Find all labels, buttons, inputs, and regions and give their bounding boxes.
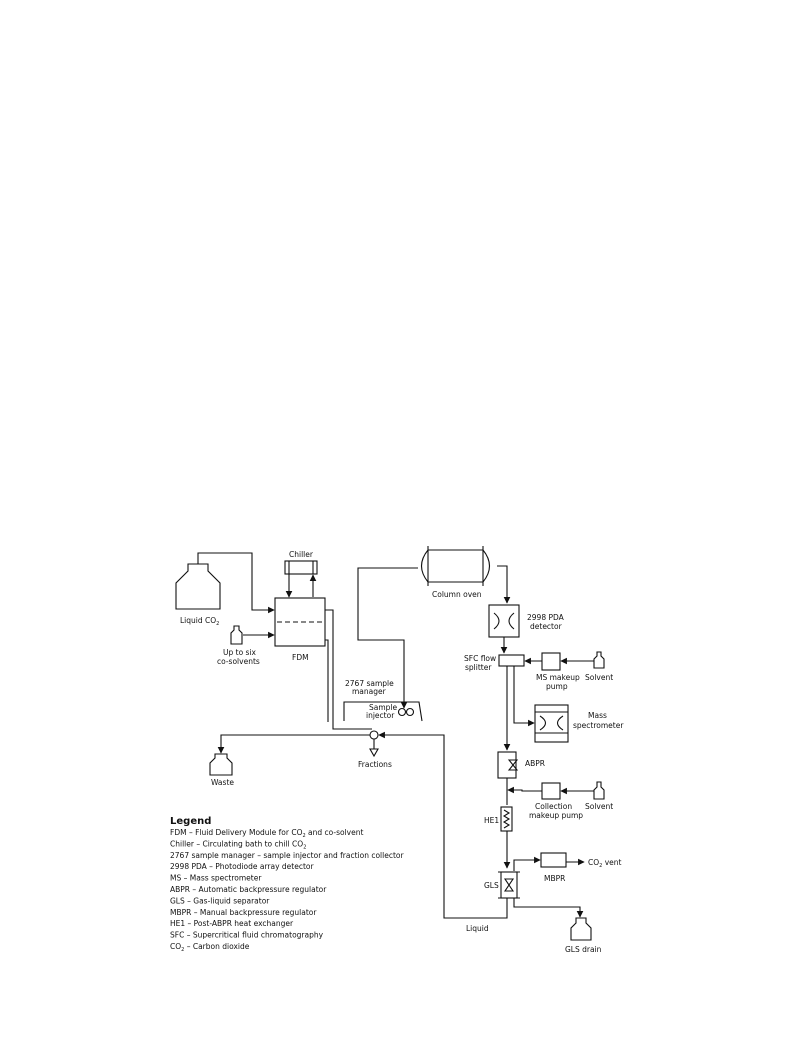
legend-item: 2998 PDA – Photodiode array detector: [170, 862, 315, 871]
waste-label: Waste: [211, 778, 234, 787]
sample-manager-label-1: 2767 sample: [345, 679, 394, 688]
solvent-bottle-1-icon: [593, 651, 605, 669]
collection-makeup-pump-icon: [541, 782, 561, 800]
liquid-label: Liquid: [466, 924, 489, 933]
fdm-outlet-line-2: [325, 639, 329, 722]
mass-spectrometer-icon: [534, 704, 569, 743]
collection-pump-label-1: Collection: [535, 802, 572, 811]
solvent-bottle-2-icon: [593, 781, 605, 800]
fdm-outlet-line-1: [325, 609, 372, 730]
co2-vent-label: CO2 vent: [588, 858, 622, 869]
solvent-1-label: Solvent: [585, 673, 613, 682]
sfc-splitter-label-1: SFC flow: [464, 654, 496, 663]
pda-label-1: 2998 PDA: [527, 613, 565, 622]
legend-item: 2767 sample manager – sample injector an…: [170, 851, 404, 860]
legend-item: FDM – Fluid Delivery Module for CO2 and …: [170, 828, 363, 839]
fdm-module: [274, 597, 326, 647]
chiller-icon: [284, 560, 318, 575]
sample-injector-label-2: injector: [366, 711, 395, 720]
fraction-valve-icon: [369, 730, 379, 740]
mbpr-icon: [540, 852, 567, 868]
legend-item: MBPR – Manual backpressure regulator: [170, 908, 317, 917]
cosolvents-label-2: co-solvents: [217, 657, 260, 666]
solvent-2-label: Solvent: [585, 802, 613, 811]
gls-drain-label: GLS drain: [565, 945, 602, 954]
legend-item: Chiller – Circulating bath to chill CO2: [170, 839, 306, 850]
abpr-label: ABPR: [525, 759, 545, 768]
fraction-funnel-icon: [369, 748, 379, 758]
splitter-to-ms-line: [513, 666, 535, 727]
fractions-label: Fractions: [358, 760, 392, 769]
waste-line: [217, 734, 370, 754]
legend-item: HE1 – Post-ABPR heat exchanger: [170, 919, 294, 928]
liquid-co2-label: Liquid CO2: [180, 616, 219, 627]
injector-to-column-line: [357, 567, 418, 709]
legend-title: Legend: [170, 816, 211, 827]
injector-valve-icon: [397, 707, 407, 717]
pda-detector-icon: [488, 604, 520, 638]
cosolvent-bottle-icon: [230, 625, 243, 645]
ms-pump-label-1: MS makeup: [536, 673, 580, 682]
gls-drain-bottle-icon: [570, 917, 592, 941]
collection-pump-label-2: makeup pump: [529, 811, 583, 820]
legend-item: ABPR – Automatic backpressure regulator: [170, 885, 327, 894]
column-oven-icon: [420, 546, 491, 586]
gls-liquid-return-line: [378, 731, 508, 919]
injector-loop-icon: [405, 707, 415, 717]
pda-label-2: detector: [530, 622, 563, 631]
gls-drain-line: [513, 898, 584, 918]
waste-bottle-icon: [209, 753, 233, 776]
abpr-valve-icon: [497, 751, 519, 779]
collection-pump-to-line: [507, 786, 542, 794]
he1-label: HE1: [484, 816, 499, 825]
co2-supply-line: [197, 552, 275, 614]
ms-pump-label-2: pump: [546, 682, 568, 691]
chiller-label: Chiller: [289, 550, 314, 559]
mass-spec-label-2: spectrometer: [573, 721, 624, 730]
column-to-pda-line: [497, 565, 511, 604]
legend-item: SFC – Supercritical fluid chromatography: [170, 931, 324, 940]
fdm-label: FDM: [292, 653, 309, 662]
cosolvents-label-1: Up to six: [223, 648, 257, 657]
gls-label: GLS: [484, 881, 499, 890]
he1-heat-exchanger-icon: [500, 806, 513, 832]
liquid-co2-bottle-icon: [175, 563, 221, 610]
mbpr-label: MBPR: [544, 874, 565, 883]
sfc-splitter-label-2: splitter: [465, 663, 492, 672]
legend-item: GLS – Gas-liquid separator: [170, 896, 270, 905]
sample-injector-label-1: Sample: [369, 703, 398, 712]
mass-spec-label-1: Mass: [588, 711, 607, 720]
sfc-flow-splitter-icon: [498, 654, 525, 667]
column-oven-label: Column oven: [432, 590, 482, 599]
legend: Legend FDM – Fluid Delivery Module for C…: [170, 816, 404, 953]
legend-item: MS – Mass spectrometer: [170, 874, 262, 883]
gls-separator-icon: [498, 871, 520, 899]
sample-manager-outline: [343, 701, 423, 722]
gls-to-mbpr-line: [513, 856, 541, 871]
ms-makeup-pump-icon: [541, 652, 561, 671]
sample-manager-label-2: manager: [352, 687, 387, 696]
legend-item: CO2 – Carbon dioxide: [170, 942, 250, 953]
